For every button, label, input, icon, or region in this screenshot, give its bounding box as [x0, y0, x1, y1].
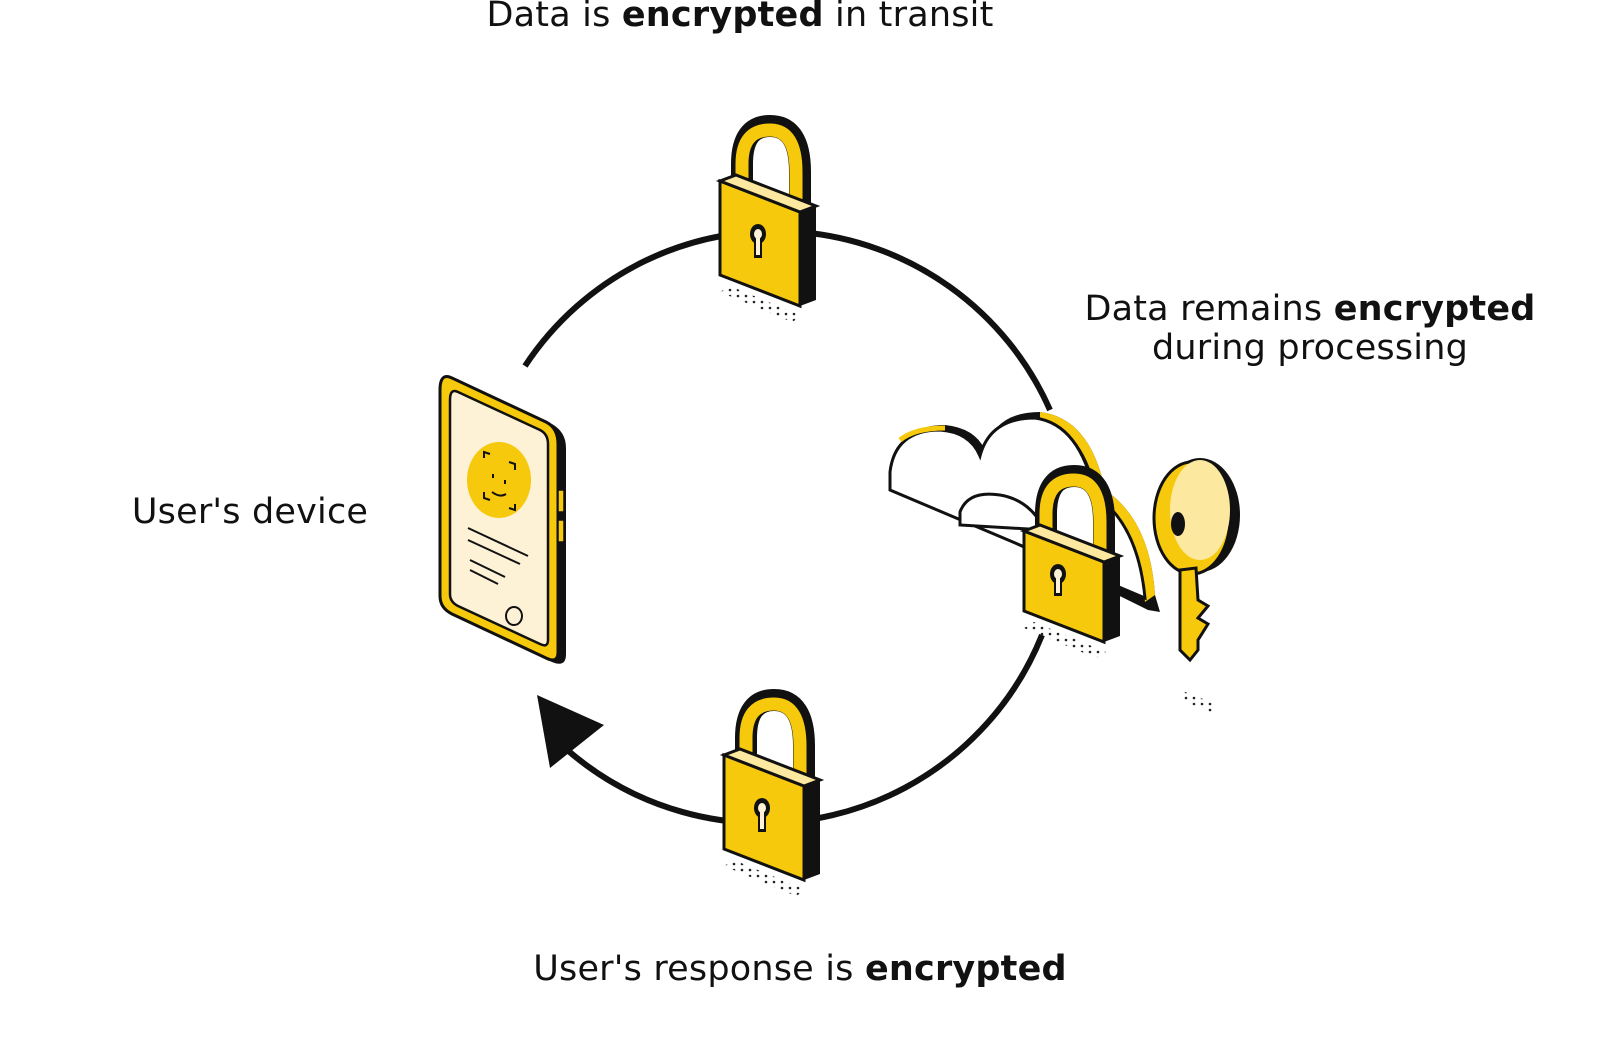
label-transit: Data is encrypted in transit — [486, 0, 994, 35]
key-icon — [1152, 458, 1240, 714]
smartphone-icon — [438, 375, 566, 664]
label-response: User's response is encrypted — [533, 949, 1067, 989]
padlock-icon — [715, 114, 821, 322]
padlock-icon — [719, 688, 825, 896]
cycle-arrow-icon — [537, 695, 604, 768]
label-device: User's device — [131, 492, 369, 532]
face-id-icon — [467, 442, 531, 518]
padlock-icon — [1019, 464, 1125, 658]
label-processing: Data remains encrypted during processing — [1084, 289, 1536, 368]
